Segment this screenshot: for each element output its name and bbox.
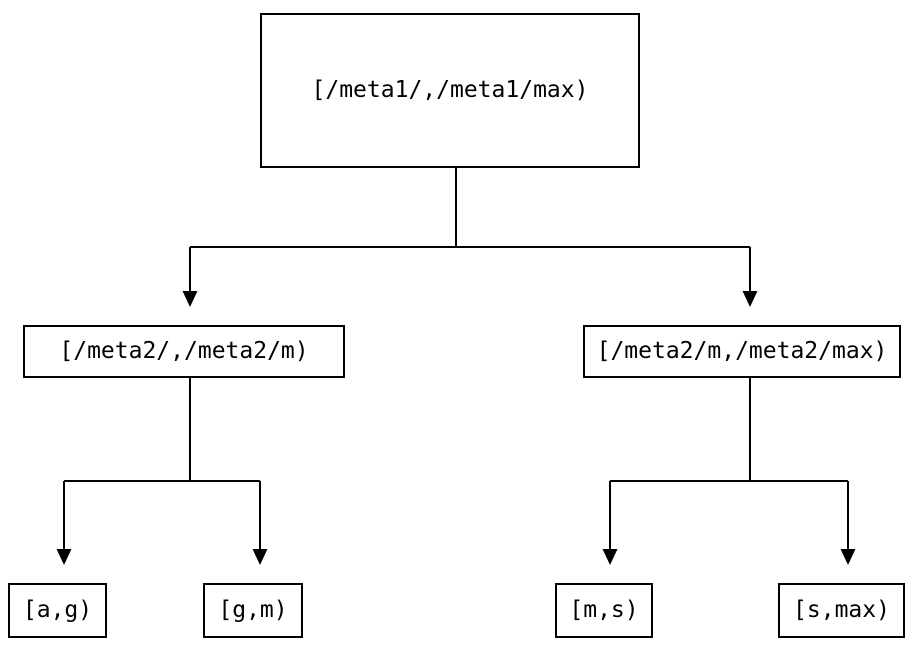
arrowhead-to-leaf-ms bbox=[602, 549, 618, 565]
node-left-range: [/meta2/,/meta2/m) bbox=[23, 325, 345, 378]
arrowhead-to-leaf-ag bbox=[56, 549, 72, 565]
arrowhead-to-leaf-gm bbox=[252, 549, 268, 565]
node-leaf-smax: [s,max) bbox=[778, 583, 905, 638]
arrowhead-to-left-range bbox=[182, 291, 198, 307]
arrowhead-to-right-range bbox=[742, 291, 758, 307]
arrowhead-to-leaf-smax bbox=[840, 549, 856, 565]
node-root-range: [/meta1/,/meta1/max) bbox=[260, 13, 640, 168]
node-leaf-gm: [g,m) bbox=[203, 583, 303, 638]
node-leaf-ms: [m,s) bbox=[555, 583, 653, 638]
node-right-range: [/meta2/m,/meta2/max) bbox=[583, 325, 901, 378]
node-leaf-ag: [a,g) bbox=[8, 583, 107, 638]
